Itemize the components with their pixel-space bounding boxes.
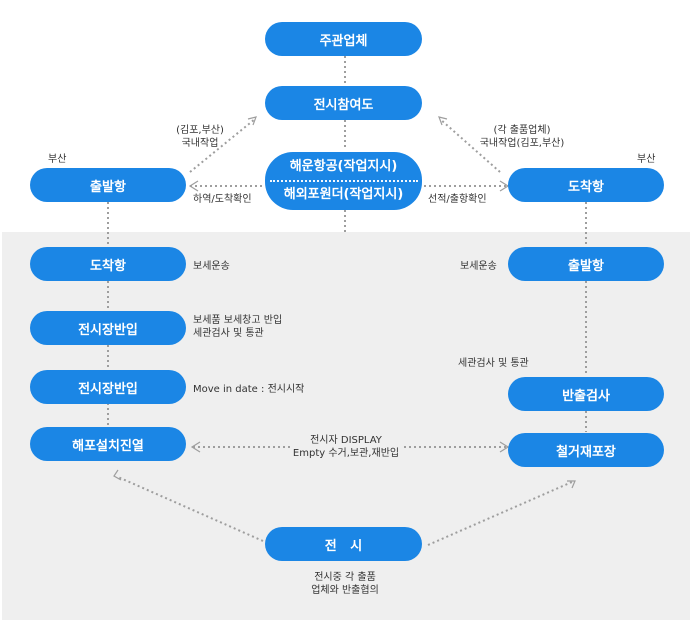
warehouse-line-1: 보세품 보세창고 반입 bbox=[193, 315, 283, 326]
organizer-node[interactable]: 주관업체 bbox=[265, 22, 422, 56]
left-domestic-line-1: (김포,부산) bbox=[176, 125, 224, 136]
right-departure-port-node[interactable]: 출발항 bbox=[508, 247, 664, 281]
arrow-head-left-exhibition bbox=[113, 469, 122, 481]
bonded-transport-right-label: 보세운송 bbox=[460, 261, 497, 272]
right-domestic-label: (각 출품업체) 국내작업(김포,부산) bbox=[460, 124, 584, 150]
exhibition-node[interactable]: 전 시 bbox=[265, 527, 422, 561]
exhibition-note-line-1: 전시중 각 출품 bbox=[314, 572, 376, 583]
right-check-label: 선적/출항확인 bbox=[428, 194, 487, 205]
left-region-label: 부산 bbox=[48, 154, 67, 165]
display-line-2: Empty 수거,보관,재반입 bbox=[292, 448, 400, 459]
link-left-departure-participation bbox=[189, 118, 256, 173]
warehouse-line-2: 세관검사 및 통관 bbox=[193, 328, 264, 339]
arrow-head-left-display bbox=[190, 441, 201, 453]
right-domestic-line-1: (각 출품업체) bbox=[493, 125, 551, 136]
link-exhibition-right bbox=[427, 481, 573, 546]
right-export-inspection-node[interactable]: 반출검사 bbox=[508, 377, 664, 411]
right-domestic-line-2: 국내작업(김포,부산) bbox=[479, 138, 565, 149]
move-in-label: Move in date : 전시시작 bbox=[193, 384, 305, 395]
exhibition-note-line-2: 업체와 반출협의 bbox=[311, 585, 379, 596]
link-exhibition-left bbox=[117, 476, 264, 542]
link-right-arrival-participation bbox=[439, 118, 501, 173]
arrow-head-right-participation bbox=[438, 116, 448, 126]
arrow-head-right-exhibition bbox=[567, 480, 576, 489]
display-line-1: 전시자 DISPLAY bbox=[310, 435, 382, 446]
left-arrival-port-node[interactable]: 도착항 bbox=[30, 247, 186, 281]
left-hall-delivery-1-node[interactable]: 전시장반입 bbox=[30, 311, 186, 345]
customs-right-label: 세관검사 및 통관 bbox=[458, 358, 529, 369]
right-region-label: 부산 bbox=[637, 154, 656, 165]
arrow-head-left-participation bbox=[247, 116, 257, 126]
left-check-label: 하역/도착확인 bbox=[193, 194, 252, 205]
forwarder-node[interactable]: 해운항공(작업지시) 해외포원더(작업지시) bbox=[265, 152, 422, 210]
left-domestic-line-2: 국내작업 bbox=[181, 138, 219, 149]
warehouse-label: 보세품 보세창고 반입 세관검사 및 통관 bbox=[193, 314, 282, 340]
participation-node[interactable]: 전시참여도 bbox=[265, 86, 422, 120]
display-label: 전시자 DISPLAY Empty 수거,보관,재반입 bbox=[276, 434, 416, 460]
arrow-head-left-check bbox=[188, 180, 199, 192]
forwarder-line-2: 해외포원더(작업지시) bbox=[283, 187, 404, 202]
left-hall-delivery-2-node[interactable]: 전시장반입 bbox=[30, 370, 186, 404]
right-arrival-port-node[interactable]: 도착항 bbox=[508, 168, 664, 202]
right-dismantle-repack-node[interactable]: 철거재포장 bbox=[508, 433, 664, 467]
left-domestic-label: (김포,부산) 국내작업 bbox=[168, 124, 232, 150]
left-departure-port-node[interactable]: 출발항 bbox=[30, 168, 186, 202]
bonded-transport-left-label: 보세운송 bbox=[193, 261, 230, 272]
forwarder-separator bbox=[269, 180, 418, 182]
left-unpack-display-node[interactable]: 해포설치진열 bbox=[30, 427, 186, 461]
exhibition-note-label: 전시중 각 출품 업체와 반출협의 bbox=[285, 571, 405, 597]
forwarder-line-1: 해운항공(작업지시) bbox=[289, 159, 398, 174]
